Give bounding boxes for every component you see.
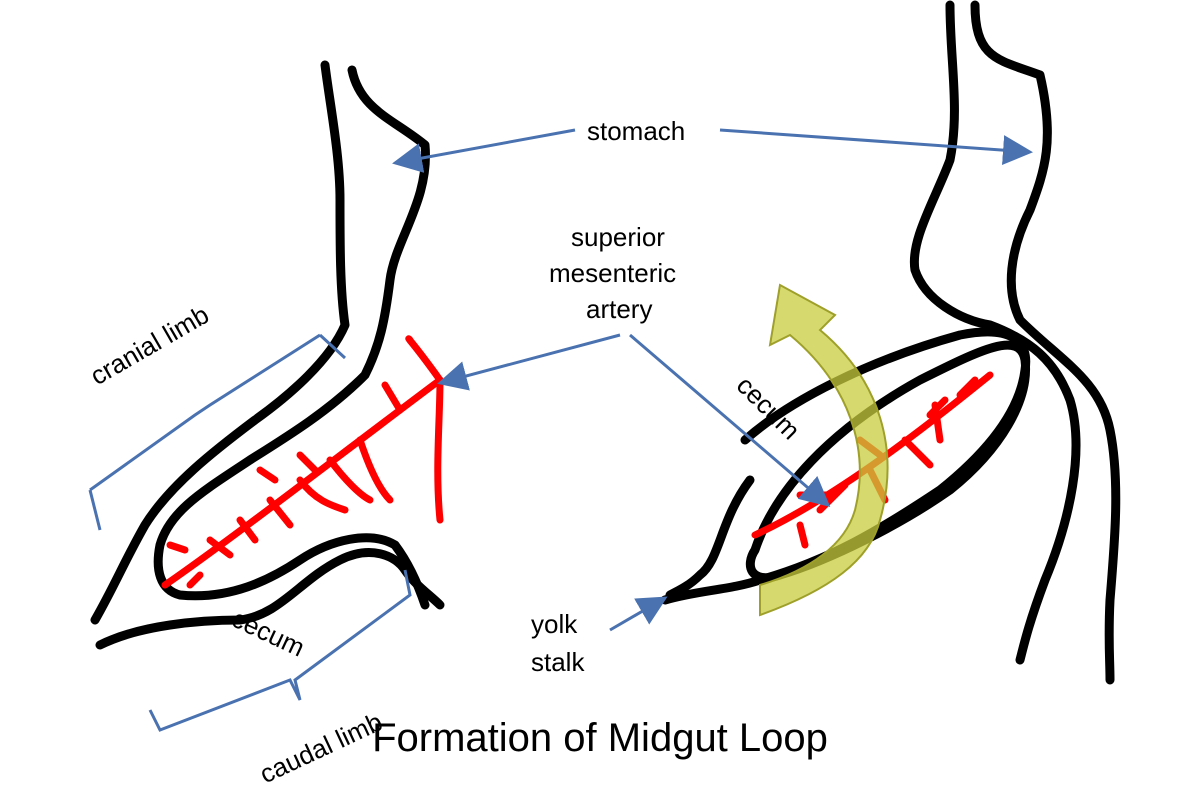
left-gut-tube (90, 60, 445, 650)
left-artery (161, 335, 444, 589)
sma-label-line2: mesenteric (549, 258, 677, 288)
stomach-label: stomach (587, 116, 686, 146)
sma-label-line3: artery (586, 294, 653, 324)
yolk-stalk-label-line2: stalk (531, 647, 585, 677)
pointer-arrows (392, 128, 1033, 632)
rotation-arrow (759, 283, 889, 617)
sma-label-line1: superior (571, 222, 665, 252)
right-gut-tube (660, 0, 1121, 685)
left-brackets (88, 333, 412, 732)
diagram-title: Formation of Midgut Loop (372, 716, 828, 760)
yolk-stalk-label-line1: yolk (531, 609, 578, 639)
